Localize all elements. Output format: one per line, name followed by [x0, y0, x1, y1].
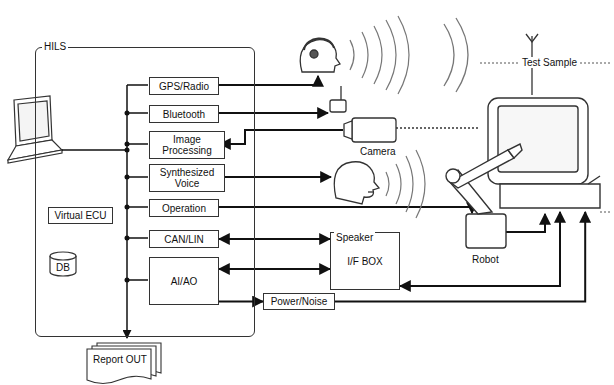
process-box: GPS/Radio: [149, 77, 219, 95]
bluetooth-device: [330, 86, 346, 112]
node-label: CAN/LIN: [162, 234, 205, 245]
node-label: GPS/Radio: [157, 81, 211, 92]
node-label: Power/Noise: [269, 296, 330, 307]
power-box: Power/Noise: [263, 293, 335, 310]
test-sample: Test Sample: [482, 95, 602, 212]
process-box: Bluetooth: [149, 105, 219, 123]
ecu-box: Virtual ECU: [48, 207, 113, 224]
database-cylinder: DB: [49, 251, 77, 277]
connector: [219, 268, 330, 270]
device-label: Speaker: [334, 232, 375, 243]
boundary-line: [480, 63, 612, 212]
sound-wave: [350, 16, 409, 94]
process-box: Synthesized Voice: [149, 164, 225, 192]
sound-wave: [386, 150, 425, 218]
node-label: Virtual ECU: [52, 210, 108, 221]
node-label: Operation: [160, 203, 208, 214]
device-label: Camera: [358, 146, 398, 157]
bus-dot: [125, 111, 130, 283]
node-label: DB: [54, 262, 72, 273]
node-label: Bluetooth: [161, 109, 207, 120]
device-label: Robot: [470, 254, 501, 265]
frame-title: HILS: [42, 41, 68, 52]
camera: [344, 118, 480, 142]
robot-arm: [446, 144, 522, 248]
node-label: Image Processing: [150, 134, 224, 156]
listener-head: [300, 38, 340, 72]
connector: [219, 238, 330, 240]
process-box: Image Processing: [149, 131, 225, 159]
report-document: Report OUT: [86, 342, 162, 382]
speaker-head: [334, 162, 379, 204]
process-box: Operation: [149, 199, 219, 217]
connector: [219, 301, 263, 303]
process-box: AI/AO: [149, 257, 219, 305]
node-label: Report OUT: [91, 354, 149, 365]
connector: [400, 212, 560, 286]
node-label: I/F BOX: [345, 256, 385, 267]
node-label: Synthesized Voice: [150, 167, 224, 189]
node-label: AI/AO: [169, 276, 200, 287]
system-frame: GPS/RadioBluetoothImage ProcessingSynthe…: [35, 47, 255, 337]
sample-label: Test Sample: [520, 57, 579, 68]
process-box: CAN/LIN: [149, 230, 219, 248]
